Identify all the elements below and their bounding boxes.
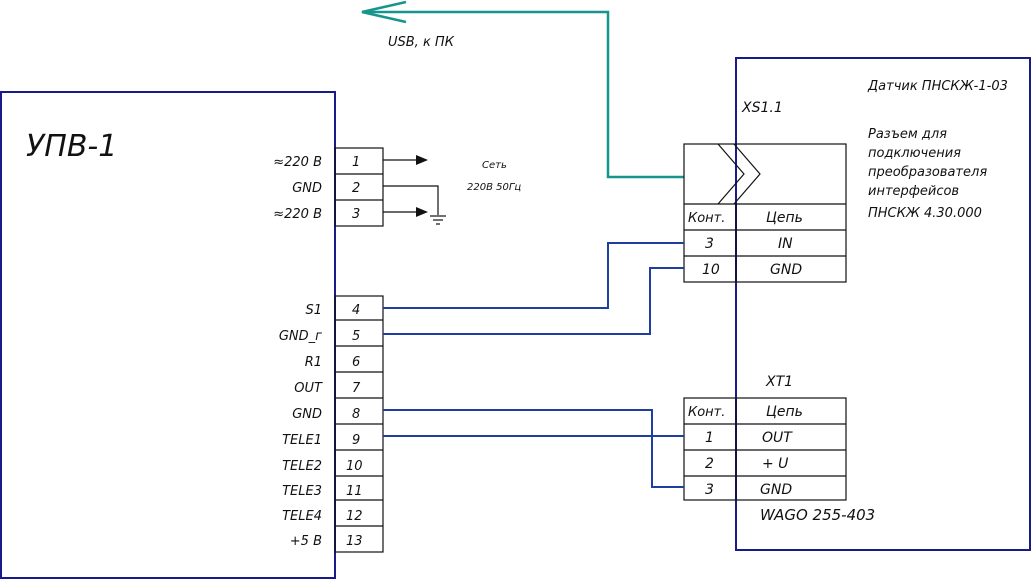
pin-num-5: 5 xyxy=(352,329,360,344)
sensor-desc-3: преобразователя xyxy=(868,165,987,180)
pin-label-5: GND_г xyxy=(279,329,322,344)
xt1-row2-circuit: + U xyxy=(762,456,788,472)
xt1-row2-contact: 2 xyxy=(705,456,714,472)
xs11-row1-contact: 3 xyxy=(705,236,714,252)
pin-label-3: ≈220 В xyxy=(273,207,322,222)
xs11-row2-circuit: GND xyxy=(770,262,802,278)
signal-wires xyxy=(383,242,684,488)
sensor-title: Датчик ПНСКЖ-1-03 xyxy=(867,79,1008,94)
pin-num-13: 13 xyxy=(346,534,363,549)
xt1-row3-contact: 3 xyxy=(705,482,714,498)
pin-label-4: S1 xyxy=(305,303,322,318)
mains-label-line1: Сеть xyxy=(482,160,507,171)
xt1-footer: WAGO 255-403 xyxy=(760,506,875,524)
sensor-block xyxy=(735,57,1031,551)
xt1-header-contact: Конт. xyxy=(688,405,725,420)
xt1-row1-circuit: OUT xyxy=(762,430,793,446)
xs11-header-circuit: Цепь xyxy=(766,210,803,226)
pin-num-1: 1 xyxy=(352,155,360,170)
pin-num-4: 4 xyxy=(352,303,360,318)
sensor-desc-5: ПНСКЖ 4.30.000 xyxy=(868,206,982,221)
pin-label-1: ≈220 В xyxy=(273,155,322,170)
sensor-desc-2: подключения xyxy=(868,146,961,161)
pin-num-3: 3 xyxy=(352,207,360,222)
pin-num-10: 10 xyxy=(346,459,363,474)
device-pin-table xyxy=(334,147,384,553)
pin-num-2: 2 xyxy=(352,181,360,196)
pin-label-2: GND xyxy=(292,181,322,196)
pin-num-12: 12 xyxy=(346,509,363,524)
usb-label: USB, к ПК xyxy=(388,35,455,50)
mains-label-line2: 220В 50Гц xyxy=(467,182,521,193)
xt1-row1-contact: 1 xyxy=(705,430,714,446)
device-title: УПВ-1 xyxy=(26,129,117,164)
xs11-name: XS1.1 xyxy=(741,100,783,116)
xt1-header-circuit: Цепь xyxy=(766,404,803,420)
pin-label-9: TELE1 xyxy=(282,433,322,448)
pin-num-11: 11 xyxy=(346,484,363,499)
xs11-row2-contact: 10 xyxy=(702,262,720,278)
usb-cable-line xyxy=(362,10,684,179)
xs11-table xyxy=(683,143,847,283)
xs11-row1-circuit: IN xyxy=(778,236,793,252)
xt1-table xyxy=(683,397,847,501)
mains-wiring xyxy=(383,155,446,225)
pin-label-11: TELE3 xyxy=(282,484,322,499)
pin-label-10: TELE2 xyxy=(282,459,322,474)
pin-label-8: GND xyxy=(292,407,322,422)
pin-label-12: TELE4 xyxy=(282,509,322,524)
pin-label-7: OUT xyxy=(294,381,323,396)
sensor-desc-4: интерфейсов xyxy=(868,184,959,199)
pin-num-6: 6 xyxy=(352,355,360,370)
xt1-name: XT1 xyxy=(765,374,793,390)
xs11-header-contact: Конт. xyxy=(688,211,725,226)
pin-num-7: 7 xyxy=(352,381,361,396)
pin-num-8: 8 xyxy=(352,407,360,422)
xt1-row3-circuit: GND xyxy=(760,482,792,498)
pin-label-13: +5 В xyxy=(290,534,322,549)
pin-label-6: R1 xyxy=(305,355,322,370)
sensor-desc-1: Разъем для xyxy=(868,127,947,142)
pin-num-9: 9 xyxy=(352,433,360,448)
usb-arrow-head xyxy=(361,0,407,24)
